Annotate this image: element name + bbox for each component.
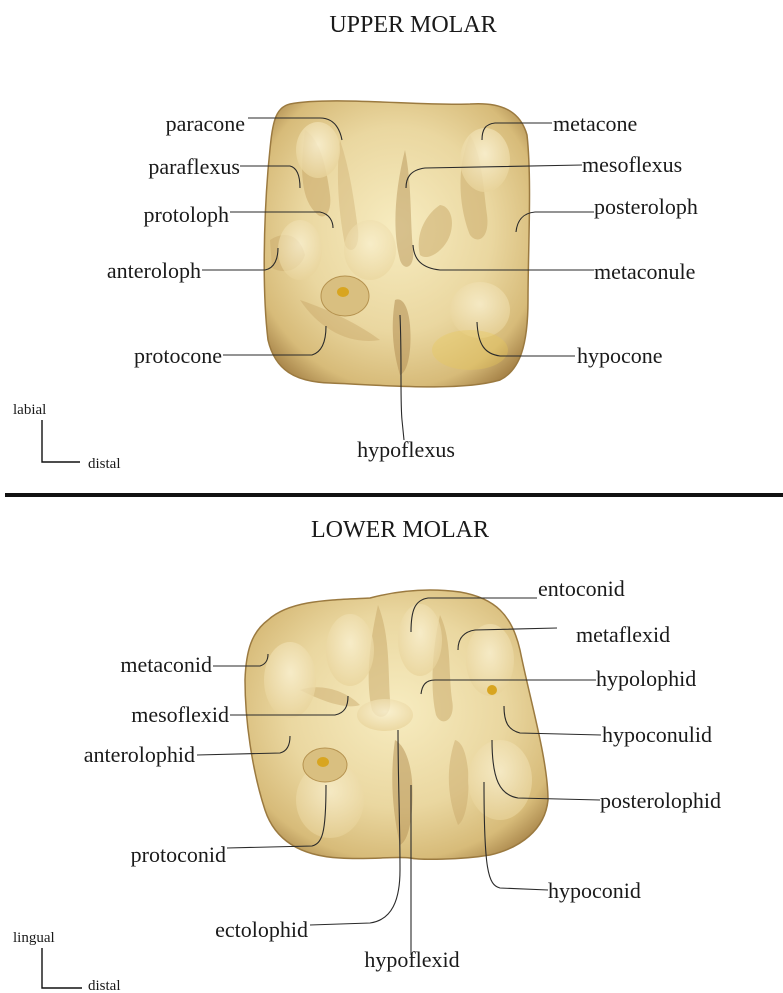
lower-orientation-distal: distal (88, 978, 121, 993)
label-posteroloph: posteroloph (594, 194, 698, 219)
label-hypocone: hypocone (577, 343, 663, 368)
upper-orientation-distal: distal (88, 456, 121, 472)
upper-orientation-labial: labial (13, 402, 46, 418)
label-hypoconid: hypoconid (548, 878, 641, 903)
label-ectolophid: ectolophid (215, 917, 308, 942)
lower-orientation-lingual: lingual (13, 930, 55, 946)
lower-orientation-indicator (42, 948, 82, 988)
lower-molar-crown (245, 590, 548, 859)
label-protocone: protocone (134, 343, 222, 368)
label-mesoflexus: mesoflexus (582, 152, 682, 177)
label-hypoconulid: hypoconulid (602, 722, 712, 747)
label-paraflexus: paraflexus (148, 154, 240, 179)
lower-molar-title: LOWER MOLAR (311, 517, 489, 543)
label-metaconule: metaconule (594, 259, 695, 284)
label-hypolophid: hypolophid (596, 666, 696, 691)
label-mesoflexid: mesoflexid (131, 702, 229, 727)
upper-molar-title: UPPER MOLAR (329, 12, 496, 38)
label-posterolophid: posterolophid (600, 788, 721, 813)
label-anterolophid: anterolophid (84, 742, 195, 767)
label-protoconid: protoconid (131, 842, 226, 867)
upper-orientation-indicator (42, 420, 80, 462)
label-metacone: metacone (553, 111, 637, 136)
label-anteroloph: anteroloph (107, 258, 201, 283)
label-hypoflexus: hypoflexus (357, 437, 455, 462)
label-metaflexid: metaflexid (576, 622, 670, 647)
label-metaconid: metaconid (120, 652, 212, 677)
label-protoloph: protoloph (143, 202, 229, 227)
label-hypoflexid: hypoflexid (364, 947, 459, 972)
label-entoconid: entoconid (538, 576, 625, 601)
label-paracone: paracone (166, 111, 245, 136)
upper-molar-crown (264, 101, 529, 387)
